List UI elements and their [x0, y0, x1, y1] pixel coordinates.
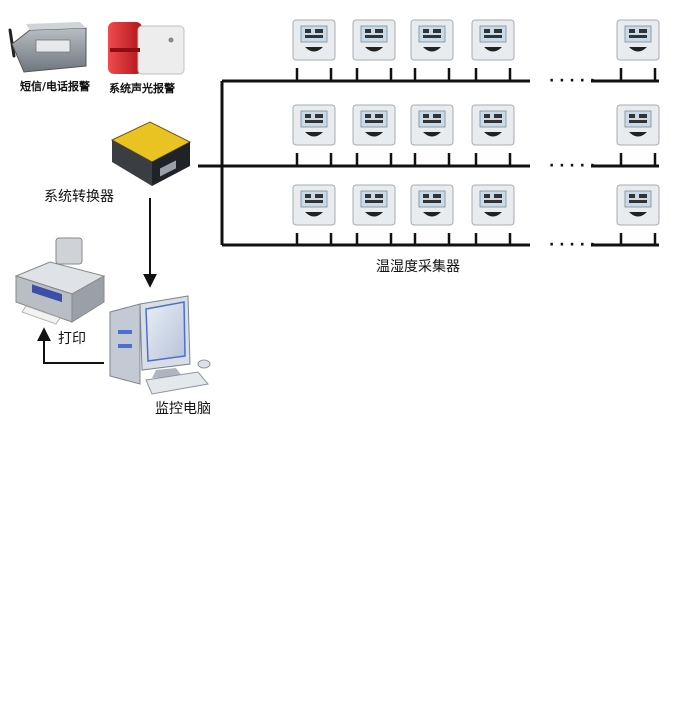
pc-to-printer-arrow: [37, 327, 104, 364]
sensor-drop-line: [474, 153, 512, 166]
sensor-drop-line: [619, 68, 657, 81]
sensor-drop-line: [295, 153, 333, 166]
sensor-drop-line: [295, 68, 333, 81]
sensor-drop-line: [355, 233, 393, 245]
monitor-pc-label: 监控电脑: [155, 401, 211, 417]
sensor-drop-line: [474, 233, 512, 245]
sensor-drop-line: [295, 233, 333, 245]
sensor-drop-line: [474, 68, 512, 81]
printer-icon: [14, 237, 106, 325]
sensor-drop-line: [355, 68, 393, 81]
sms-modem-icon: [8, 22, 87, 73]
sensor-device-icon: [616, 19, 660, 61]
sensor-device-icon: [616, 184, 660, 226]
sensor-drop-line: [413, 153, 451, 166]
sensors-label: 温湿度采集器: [376, 259, 460, 275]
more-sensors-ellipsis: · · · · ·: [549, 73, 595, 89]
sensor-device-icon: [292, 104, 336, 146]
siren-alarm-label: 系统声光报警: [109, 82, 175, 95]
sensor-device-icon: [352, 184, 396, 226]
print-label: 打印: [58, 331, 86, 347]
sensor-drop-line: [413, 233, 451, 245]
connection-lines: [37, 164, 222, 364]
more-sensors-ellipsis: · · · · ·: [549, 158, 595, 174]
sensor-drop-line: [619, 153, 657, 166]
sensor-drop-line: [619, 233, 657, 245]
siren-alarm-icon: [108, 22, 185, 75]
more-sensors-ellipsis: · · · · ·: [549, 237, 595, 253]
sensor-device-icon: [471, 104, 515, 146]
sms-phone-alarm-label: 短信/电话报警: [20, 80, 91, 93]
monitor-pc-icon: [109, 295, 211, 395]
sensor-device-icon: [352, 19, 396, 61]
sensor-device-icon: [471, 19, 515, 61]
sensor-device-icon: [410, 184, 454, 226]
converter-box-icon: [110, 121, 192, 186]
sensor-device-icon: [616, 104, 660, 146]
sensor-device-icon: [410, 104, 454, 146]
sensor-device-icon: [292, 19, 336, 61]
converter-label: 系统转换器: [44, 189, 114, 205]
sensor-device-icon: [410, 19, 454, 61]
sensor-drop-line: [413, 68, 451, 81]
sensor-device-icon: [471, 184, 515, 226]
sensor-device-icon: [352, 104, 396, 146]
sensor-drop-line: [355, 153, 393, 166]
sensor-network: · · · · · · · · · · · · · · ·: [220, 19, 660, 253]
sensor-device-icon: [292, 184, 336, 226]
